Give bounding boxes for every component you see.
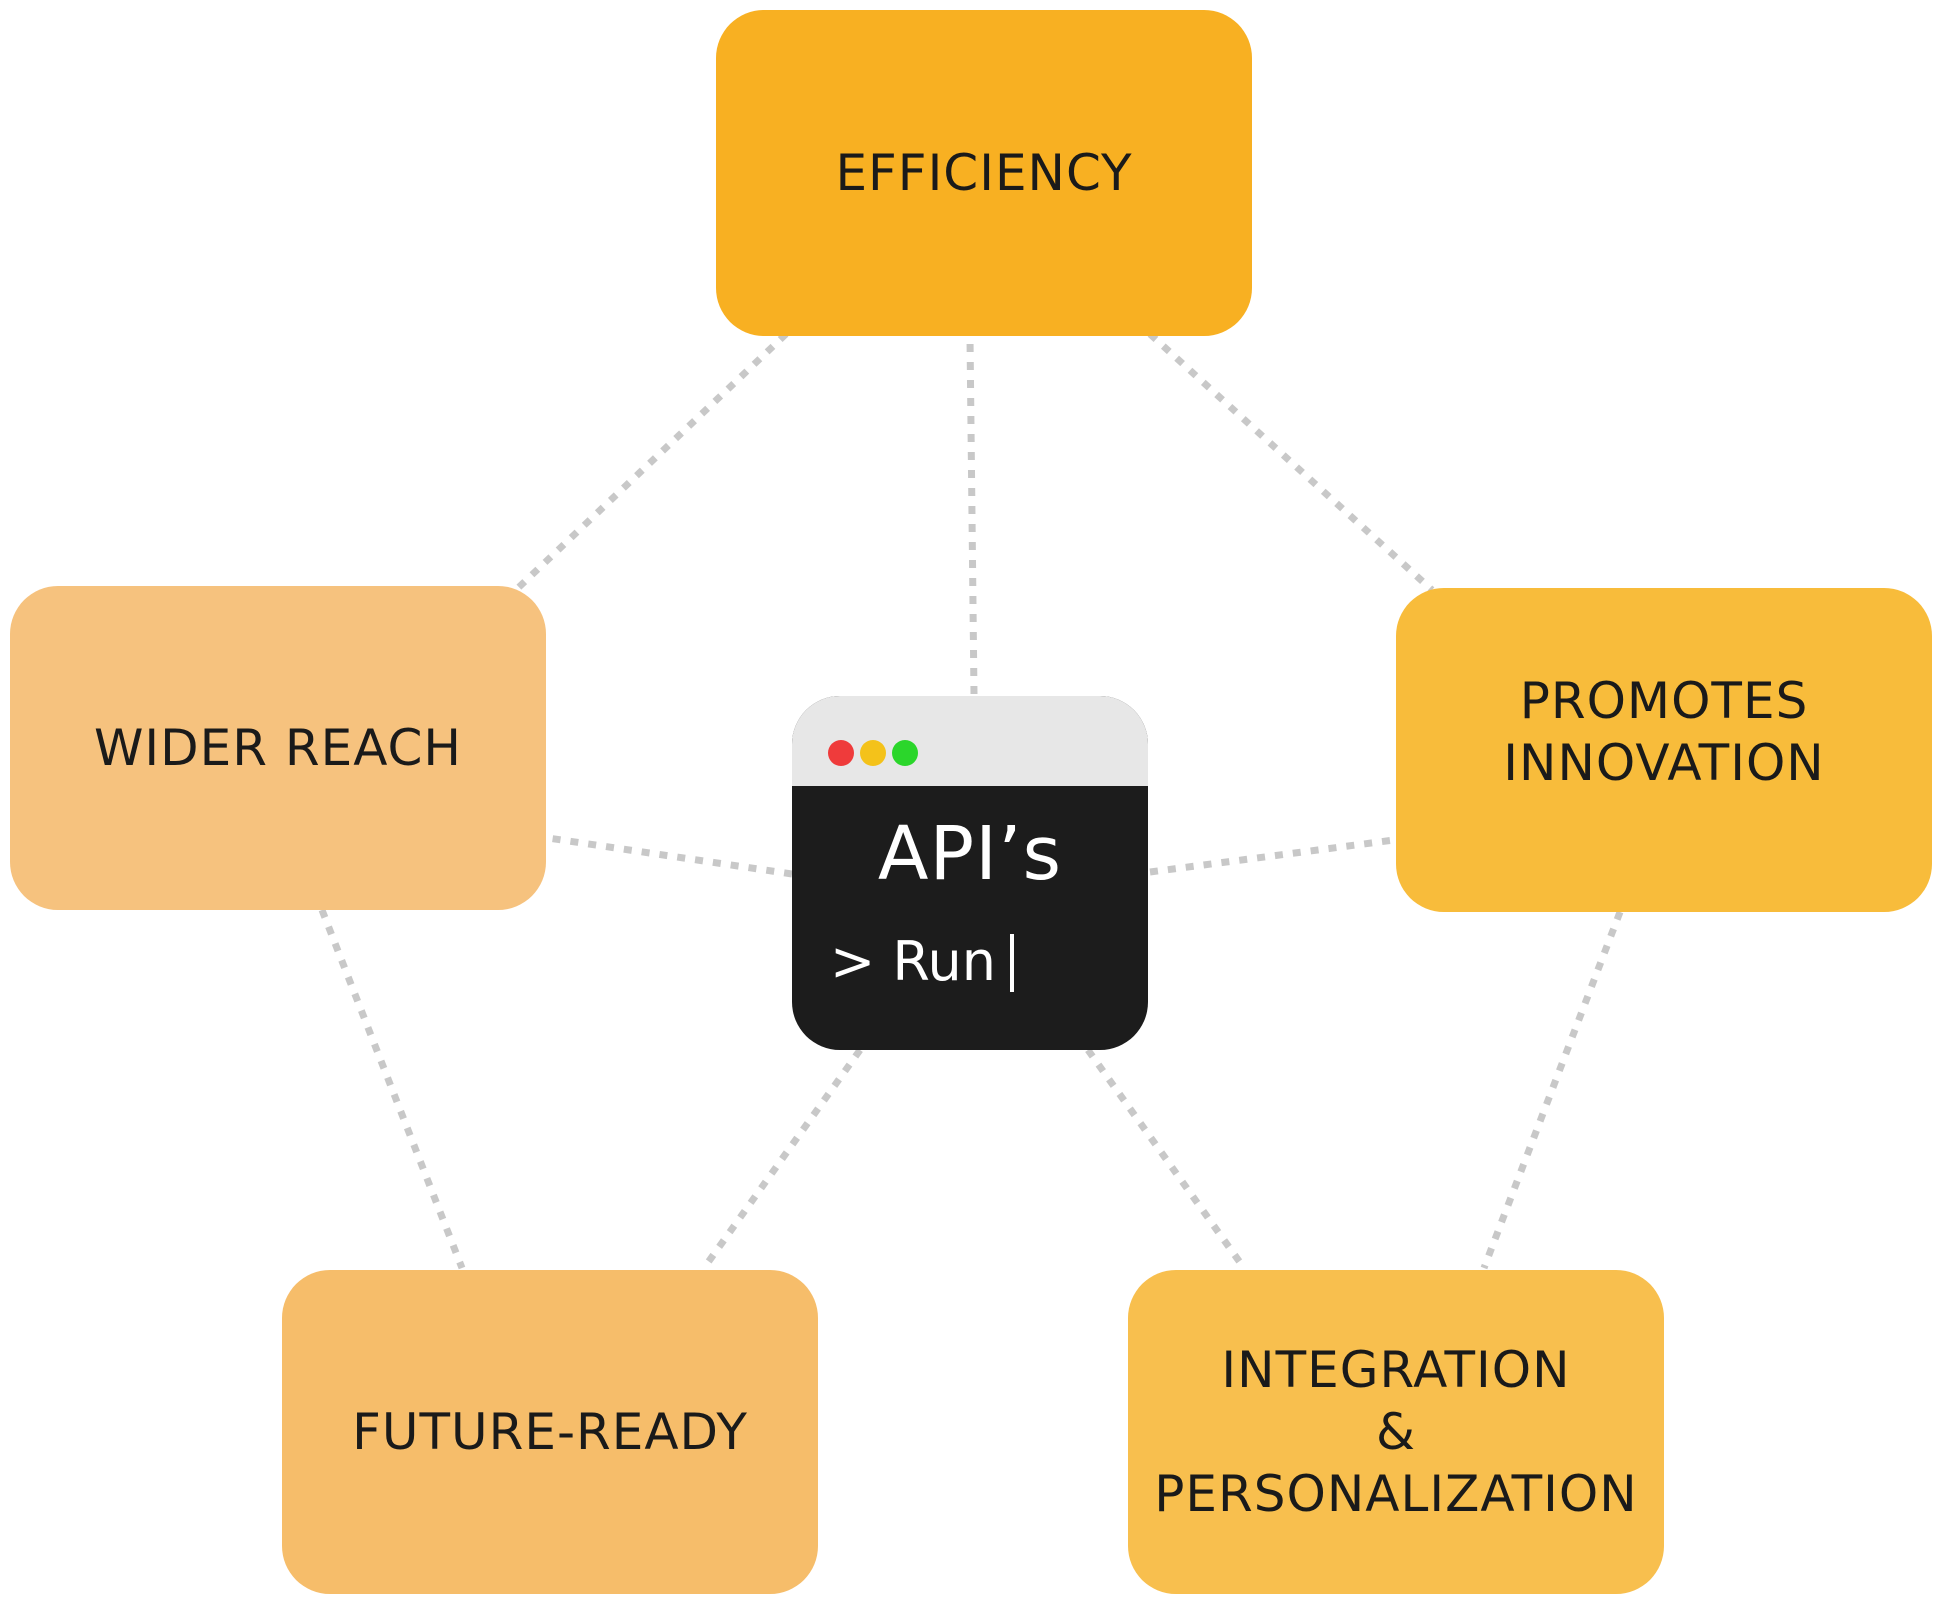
connector-center-wider-reach: [547, 834, 793, 878]
close-dot-icon: [828, 740, 854, 766]
connector-promotes-integration: [1480, 910, 1624, 1270]
minimize-dot-icon: [860, 740, 886, 766]
connector-wider-reach-future-ready: [318, 908, 466, 1270]
api-title: API’s: [877, 811, 1063, 897]
text-cursor-icon: [1010, 934, 1014, 992]
node-efficiency: EFFICIENCY: [716, 10, 1252, 336]
window-titlebar: [792, 696, 1148, 786]
node-integration-personalization: INTEGRATION & PERSONALIZATION: [1128, 1270, 1664, 1594]
node-efficiency-label: EFFICIENCY: [835, 144, 1133, 202]
connector-center-promotes: [1149, 836, 1395, 876]
node-wider-reach: WIDER REACH: [10, 586, 546, 910]
node-future-ready-label: FUTURE-READY: [352, 1403, 748, 1461]
api-terminal-window: API’s > Run: [792, 696, 1148, 1050]
node-promotes-innovation-label: PROMOTES INNOVATION: [1503, 672, 1825, 792]
run-prompt: > Run: [830, 930, 996, 993]
connector-efficiency-promotes: [1147, 331, 1435, 593]
maximize-dot-icon: [892, 740, 918, 766]
connector-efficiency-wider-reach: [515, 331, 789, 591]
connector-center-integration: [1085, 1047, 1247, 1271]
node-integration-personalization-label: INTEGRATION & PERSONALIZATION: [1154, 1341, 1638, 1523]
connector-center-efficiency: [966, 337, 978, 695]
node-future-ready: FUTURE-READY: [282, 1270, 818, 1594]
connector-center-future-ready: [701, 1047, 863, 1271]
node-wider-reach-label: WIDER REACH: [93, 719, 463, 777]
node-promotes-innovation: PROMOTES INNOVATION: [1396, 588, 1932, 912]
